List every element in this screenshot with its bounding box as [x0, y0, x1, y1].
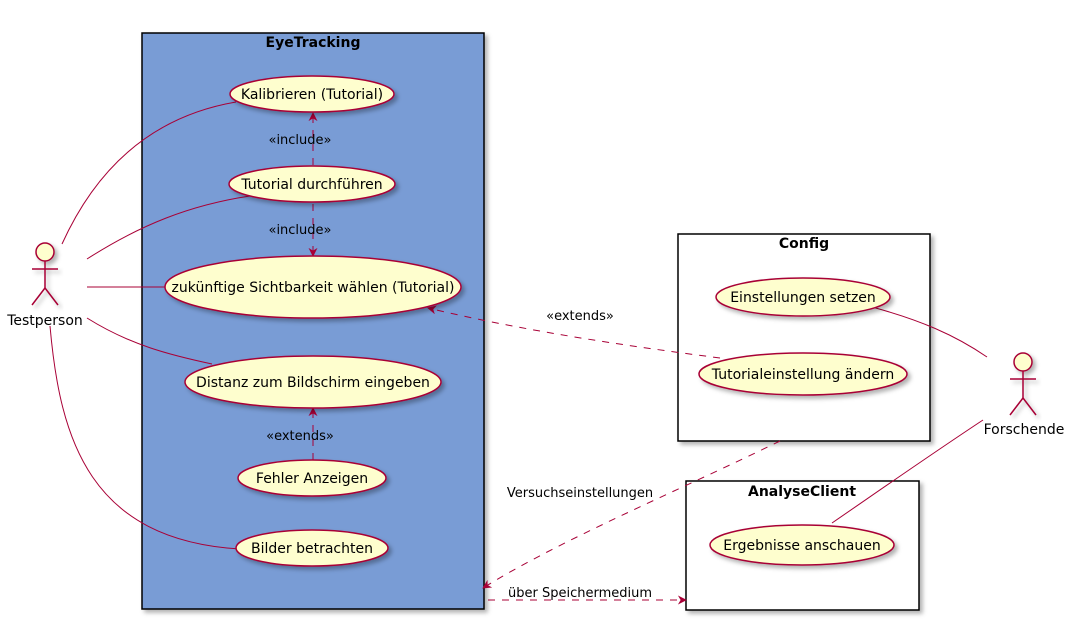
- actor-testperson-icon: [31, 242, 59, 306]
- package-eyetracking: EyeTracking: [141, 32, 485, 610]
- label-extends-fehler: «extends»: [266, 429, 334, 444]
- usecase-distanz-label: Distanz zum Bildschirm eingeben: [196, 375, 430, 391]
- package-eyetracking-title: EyeTracking: [266, 35, 361, 51]
- label-include-2: «include»: [268, 223, 331, 238]
- usecase-fehler-anzeigen-label: Fehler Anzeigen: [256, 471, 368, 487]
- actor-testperson-label: Testperson: [6, 313, 83, 329]
- label-versuchseinstellungen: Versuchseinstellungen: [507, 486, 653, 501]
- package-config-title: Config: [779, 236, 829, 252]
- assoc-forschende-einstellungen: [871, 306, 988, 358]
- package-config: Config: [677, 233, 931, 442]
- versuchseinstellungen-arrow: [482, 440, 781, 589]
- associations-testperson: [49, 101, 251, 550]
- assoc-testperson-bilder: [49, 325, 241, 550]
- assoc-testperson-tutorial: [86, 195, 251, 260]
- actor-forschende-icon: [1009, 352, 1037, 416]
- actor-testperson: Testperson: [6, 242, 83, 329]
- actor-forschende: Forschende: [984, 352, 1065, 438]
- usecase-ergebnisse-anschauen: Ergebnisse anschauen: [709, 524, 895, 566]
- assoc-forschende-ergebnisse: [831, 419, 984, 524]
- usecase-kalibrieren-label: Kalibrieren (Tutorial): [241, 87, 383, 103]
- usecase-tutorial-durchfuehren: Tutorial durchführen: [228, 165, 396, 203]
- package-analyseclient-title: AnalyseClient: [748, 484, 856, 500]
- assoc-testperson-kalibrieren: [61, 101, 237, 245]
- usecase-bilder-betrachten: Bilder betrachten: [235, 529, 389, 567]
- usecase-ergebnisse-anschauen-label: Ergebnisse anschauen: [723, 538, 880, 554]
- assoc-testperson-distanz: [86, 317, 213, 365]
- usecase-tutorialeinstellung-aendern-label: Tutorialeinstellung ändern: [711, 367, 894, 383]
- usecase-distanz: Distanz zum Bildschirm eingeben: [184, 355, 442, 409]
- usecase-fehler-anzeigen: Fehler Anzeigen: [237, 459, 387, 497]
- label-include-1: «include»: [268, 133, 331, 148]
- label-speichermedium: über Speichermedium: [508, 586, 652, 601]
- usecase-einstellungen-setzen: Einstellungen setzen: [715, 277, 891, 317]
- usecase-einstellungen-setzen-label: Einstellungen setzen: [730, 290, 876, 306]
- label-extends-tutorialeinstellung: «extends»: [546, 309, 614, 324]
- usecase-kalibrieren: Kalibrieren (Tutorial): [229, 75, 395, 113]
- usecase-tutorialeinstellung-aendern: Tutorialeinstellung ändern: [698, 352, 908, 396]
- usecase-bilder-betrachten-label: Bilder betrachten: [251, 541, 373, 557]
- associations-forschende: [831, 306, 988, 524]
- usecase-sichtbarkeit-label: zukünftige Sichtbarkeit wählen (Tutorial…: [172, 280, 455, 296]
- usecase-tutorial-durchfuehren-label: Tutorial durchführen: [240, 177, 382, 193]
- dependencies: [308, 112, 781, 605]
- usecase-sichtbarkeit: zukünftige Sichtbarkeit wählen (Tutorial…: [164, 255, 462, 319]
- actor-forschende-label: Forschende: [984, 422, 1065, 438]
